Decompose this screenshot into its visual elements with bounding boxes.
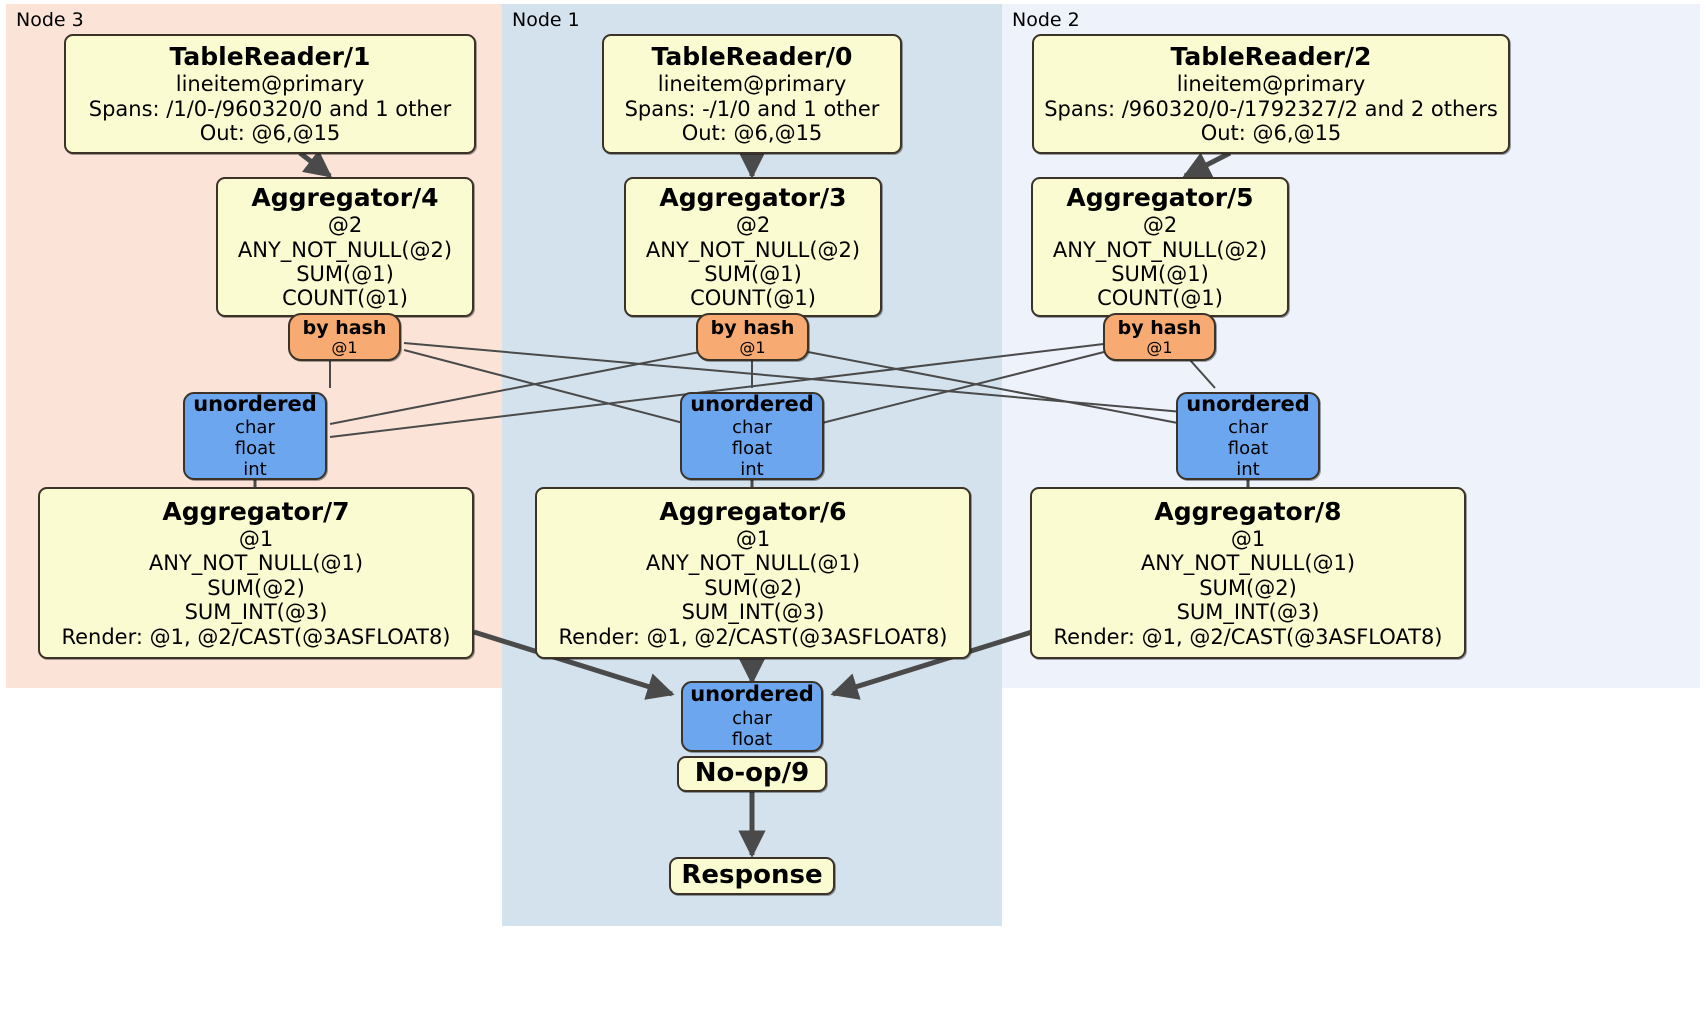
processor-detail: ANY_NOT_NULL(@2)	[645, 237, 861, 262]
processor-detail: Spans: /1/0-/960320/0 and 1 other	[88, 96, 452, 121]
synchronizer-detail: float	[234, 437, 276, 459]
synchronizer-title: unordered	[690, 391, 814, 416]
processor-aggregator-5[interactable]: Aggregator/5 @2 ANY_NOT_NULL(@2) SUM(@1)…	[1031, 177, 1289, 317]
processor-detail: @1	[1230, 527, 1266, 552]
processor-title: Response	[681, 860, 823, 891]
processor-detail: ANY_NOT_NULL(@1)	[148, 551, 364, 576]
processor-aggregator-4[interactable]: Aggregator/4 @2 ANY_NOT_NULL(@2) SUM(@1)…	[216, 177, 474, 317]
synchronizer-title: unordered	[1186, 391, 1310, 416]
processor-detail: SUM_INT(@3)	[681, 600, 825, 625]
router-detail: @1	[1146, 337, 1173, 357]
processor-detail: @1	[238, 527, 274, 552]
processor-title: Aggregator/7	[162, 497, 350, 527]
router-title: by hash	[302, 316, 387, 339]
processor-aggregator-7[interactable]: Aggregator/7 @1 ANY_NOT_NULL(@1) SUM(@2)…	[38, 487, 474, 659]
processor-title: Aggregator/3	[659, 183, 847, 213]
processor-detail: COUNT(@1)	[1097, 286, 1223, 311]
hash-router-aggregator-4[interactable]: by hash @1	[288, 313, 401, 361]
processor-detail: @2	[1142, 213, 1178, 238]
processor-detail: SUM(@2)	[704, 575, 802, 600]
synchronizer-detail: char	[732, 416, 772, 438]
processor-detail: lineitem@primary	[1176, 72, 1366, 97]
processor-detail: Render: @1, @2/CAST(@3ASFLOAT8)	[558, 624, 948, 649]
node-panel-label: Node 2	[1012, 9, 1080, 31]
processor-detail: COUNT(@1)	[690, 286, 816, 311]
synchronizer-unordered-node1[interactable]: unordered char float int	[680, 392, 824, 480]
processor-detail: SUM_INT(@3)	[1176, 600, 1320, 625]
processor-detail: Out: @6,@15	[199, 121, 341, 146]
processor-title: TableReader/1	[169, 42, 371, 72]
processor-aggregator-3[interactable]: Aggregator/3 @2 ANY_NOT_NULL(@2) SUM(@1)…	[624, 177, 882, 317]
router-detail: @1	[331, 337, 358, 357]
processor-detail: Out: @6,@15	[1200, 121, 1342, 146]
processor-aggregator-8[interactable]: Aggregator/8 @1 ANY_NOT_NULL(@1) SUM(@2)…	[1030, 487, 1466, 659]
processor-detail: ANY_NOT_NULL(@2)	[237, 237, 453, 262]
processor-detail: SUM_INT(@3)	[184, 600, 328, 625]
synchronizer-detail: char	[235, 416, 275, 438]
processor-title: Aggregator/4	[251, 183, 439, 213]
synchronizer-detail: float	[1227, 437, 1269, 459]
synchronizer-detail: int	[243, 458, 267, 480]
node-panel-label: Node 3	[16, 9, 84, 31]
synchronizer-detail: int	[740, 458, 764, 480]
processor-detail: ANY_NOT_NULL(@1)	[645, 551, 861, 576]
node-panel-label: Node 1	[512, 9, 580, 31]
processor-detail: COUNT(@1)	[282, 286, 408, 311]
synchronizer-unordered-node3[interactable]: unordered char float int	[183, 392, 327, 480]
synchronizer-title: unordered	[193, 391, 317, 416]
processor-detail: lineitem@primary	[175, 72, 365, 97]
router-title: by hash	[1117, 316, 1202, 339]
processor-tablereader-1[interactable]: TableReader/1 lineitem@primary Spans: /1…	[64, 34, 476, 154]
router-title: by hash	[710, 316, 795, 339]
synchronizer-unordered-final[interactable]: unordered char float	[681, 681, 823, 752]
processor-tablereader-2[interactable]: TableReader/2 lineitem@primary Spans: /9…	[1032, 34, 1510, 154]
processor-title: Aggregator/8	[1154, 497, 1342, 527]
processor-response[interactable]: Response	[669, 857, 835, 895]
synchronizer-title: unordered	[690, 682, 814, 707]
processor-detail: lineitem@primary	[657, 72, 847, 97]
synchronizer-detail: float	[731, 437, 773, 459]
router-detail: @1	[739, 337, 766, 357]
processor-detail: SUM(@1)	[1111, 262, 1209, 286]
processor-detail: Render: @1, @2/CAST(@3ASFLOAT8)	[61, 624, 451, 649]
synchronizer-unordered-node2[interactable]: unordered char float int	[1176, 392, 1320, 480]
processor-detail: SUM(@2)	[1199, 575, 1297, 600]
hash-router-aggregator-5[interactable]: by hash @1	[1103, 313, 1216, 361]
processor-aggregator-6[interactable]: Aggregator/6 @1 ANY_NOT_NULL(@1) SUM(@2)…	[535, 487, 971, 659]
processor-tablereader-0[interactable]: TableReader/0 lineitem@primary Spans: -/…	[602, 34, 902, 154]
processor-detail: ANY_NOT_NULL(@1)	[1140, 551, 1356, 576]
synchronizer-detail: char	[1228, 416, 1268, 438]
hash-router-aggregator-3[interactable]: by hash @1	[696, 313, 809, 361]
processor-detail: SUM(@1)	[296, 262, 394, 286]
processor-detail: SUM(@1)	[704, 262, 802, 286]
processor-title: TableReader/0	[651, 42, 853, 72]
processor-detail: Render: @1, @2/CAST(@3ASFLOAT8)	[1053, 624, 1443, 649]
processor-title: Aggregator/5	[1066, 183, 1254, 213]
processor-detail: @2	[735, 213, 771, 238]
synchronizer-detail: int	[1236, 458, 1260, 480]
processor-title: Aggregator/6	[659, 497, 847, 527]
synchronizer-detail: char	[732, 707, 772, 729]
processor-detail: @2	[327, 213, 363, 238]
synchronizer-detail: float	[731, 728, 773, 750]
processor-detail: Spans: /960320/0-/1792327/2 and 2 others	[1044, 96, 1498, 121]
processor-detail: Out: @6,@15	[681, 121, 823, 146]
processor-noop-9[interactable]: No-op/9	[677, 756, 827, 792]
processor-title: No-op/9	[694, 758, 810, 789]
processor-detail: @1	[735, 527, 771, 552]
processor-detail: SUM(@2)	[207, 575, 305, 600]
processor-title: TableReader/2	[1170, 42, 1372, 72]
processor-detail: Spans: -/1/0 and 1 other	[624, 96, 880, 121]
processor-detail: ANY_NOT_NULL(@2)	[1052, 237, 1268, 262]
